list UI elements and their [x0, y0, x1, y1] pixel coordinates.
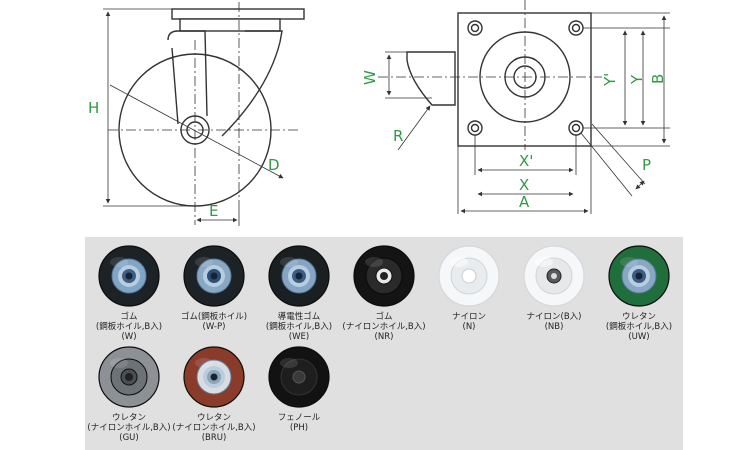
wheel-caption-NB: ナイロン(B入)(NB)	[526, 312, 582, 332]
dim-label-W: W	[361, 70, 379, 85]
wheel-caption-NR: ゴム(ナイロンホイル,B入)(NR)	[342, 312, 426, 342]
dim-label-A: A	[519, 193, 530, 211]
top-view	[406, 12, 592, 147]
wheel-image-W-P	[183, 245, 245, 307]
wheel-caption-W-P: ゴム(鋼板ホイル)(W-P)	[180, 312, 248, 332]
wheel-item-W: ゴム(鋼板ホイル,B入)(W)	[85, 244, 173, 342]
wheel-caption-PH: フェノール(PH)	[277, 413, 321, 433]
wheel-caption-BRU: ウレタン(ナイロンホイル,B入)(BRU)	[172, 413, 256, 443]
wheel-caption-GU: ウレタン(ナイロンホイル,B入)(GU)	[87, 413, 171, 443]
wheel-item-NR: ゴム(ナイロンホイル,B入)(NR)	[340, 244, 428, 342]
wheel-type-catalog: ゴム(鋼板ホイル,B入)(W) ゴム(鋼板ホイル)(W-P) 導電性ゴム(鋼板ホ…	[85, 237, 683, 450]
wheel-image-N	[438, 245, 500, 307]
wheel-item-UW: ウレタン(鋼板ホイル,B入)(UW)	[595, 244, 683, 342]
dim-label-X-prime: X'	[519, 152, 533, 170]
side-view	[118, 8, 305, 207]
wheel-caption-UW: ウレタン(鋼板ホイル,B入)(UW)	[605, 312, 673, 342]
wheel-item-BRU: ウレタン(ナイロンホイル,B入)(BRU)	[170, 345, 258, 443]
wheel-item-N: ナイロン(N)	[425, 244, 513, 332]
dim-label-B: B	[649, 74, 667, 84]
dim-label-H: H	[88, 99, 99, 117]
wheel-image-BRU	[183, 346, 245, 408]
wheel-item-WE: 導電性ゴム(鋼板ホイル,B入)(WE)	[255, 244, 343, 342]
wheel-item-GU: ウレタン(ナイロンホイル,B入)(GU)	[85, 345, 173, 443]
wheel-item-W-P: ゴム(鋼板ホイル)(W-P)	[170, 244, 258, 332]
dim-label-Y: Y	[628, 74, 646, 85]
wheel-image-GU	[98, 346, 160, 408]
dim-label-P: P	[642, 156, 651, 174]
dim-label-E: E	[209, 202, 218, 220]
wheel-image-NB	[523, 245, 585, 307]
wheel-item-PH: フェノール(PH)	[255, 345, 343, 433]
wheel-image-W	[98, 245, 160, 307]
dim-label-Y-prime: Y'	[601, 73, 619, 87]
wheel-image-UW	[608, 245, 670, 307]
wheel-image-PH	[268, 346, 330, 408]
wheel-caption-W: ゴム(鋼板ホイル,B入)(W)	[95, 312, 163, 342]
dim-label-R: R	[393, 127, 403, 145]
dim-label-X: X	[519, 176, 529, 194]
wheel-caption-N: ナイロン(N)	[451, 312, 486, 332]
dim-label-D: D	[268, 156, 280, 174]
wheel-caption-WE: 導電性ゴム(鋼板ホイル,B入)(WE)	[265, 312, 333, 342]
wheel-item-NB: ナイロン(B入)(NB)	[510, 244, 598, 332]
caster-technical-drawing: H E D	[88, 0, 670, 226]
wheel-image-WE	[268, 245, 330, 307]
wheel-image-NR	[353, 245, 415, 307]
